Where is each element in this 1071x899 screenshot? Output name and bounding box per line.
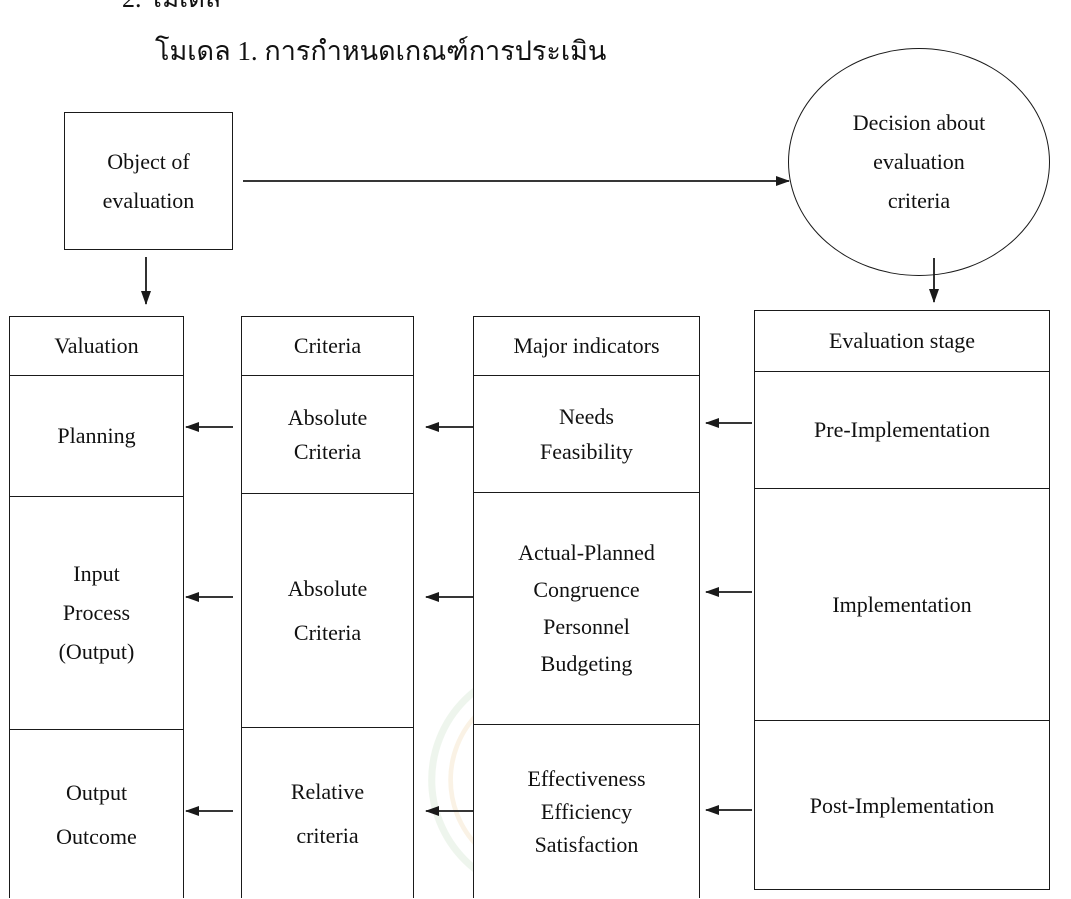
model-title: โมเดล 1. การกำหนดเกณฑ์การประเมิน bbox=[155, 36, 607, 66]
major-indicators-header: Major indicators bbox=[513, 333, 660, 358]
object-box-line-2: evaluation bbox=[102, 187, 195, 213]
decision-line-3: criteria bbox=[887, 188, 951, 213]
object-box-line-1: Object of bbox=[107, 148, 190, 174]
criteria-row-3: Relative criteria bbox=[242, 727, 413, 899]
valuation-column: Valuation Planning Input Process (Output… bbox=[9, 316, 184, 898]
stage-row-pre-implementation: Pre-Implementation bbox=[755, 371, 1049, 488]
decision-line-1: Decision about bbox=[852, 110, 986, 135]
evaluation-stage-header: Evaluation stage bbox=[828, 328, 975, 353]
valuation-header: Valuation bbox=[54, 333, 139, 358]
indicators-row-1: Needs Feasibility bbox=[474, 375, 699, 492]
stage-row-implementation: Implementation bbox=[755, 488, 1049, 720]
decision-line-2: evaluation bbox=[873, 149, 965, 174]
major-indicators-column: Major indicators Needs Feasibility Actua… bbox=[473, 316, 700, 898]
decision-about-evaluation-criteria-circle: Decision about evaluation criteria bbox=[788, 48, 1050, 276]
criteria-row-1: Absolute Criteria bbox=[242, 375, 413, 493]
criteria-row-2: Absolute Criteria bbox=[242, 493, 413, 727]
valuation-row-input-process: Input Process (Output) bbox=[10, 496, 183, 729]
evaluation-stage-column: Evaluation stage Pre-Implementation Impl… bbox=[754, 310, 1050, 890]
stage-row-post-implementation: Post-Implementation bbox=[755, 720, 1049, 890]
indicators-row-3: Effectiveness Efficiency Satisfaction bbox=[474, 724, 699, 899]
object-of-evaluation-box: Object of evaluation bbox=[64, 112, 233, 250]
valuation-row-planning: Planning bbox=[10, 375, 183, 496]
criteria-column: Criteria Absolute Criteria Absolute Crit… bbox=[241, 316, 414, 898]
criteria-header: Criteria bbox=[293, 333, 362, 358]
valuation-row-output-outcome: Output Outcome bbox=[10, 729, 183, 899]
section-label: 2. โมเดล bbox=[122, 0, 221, 12]
indicators-row-2: Actual-Planned Congruence Personnel Budg… bbox=[474, 492, 699, 724]
